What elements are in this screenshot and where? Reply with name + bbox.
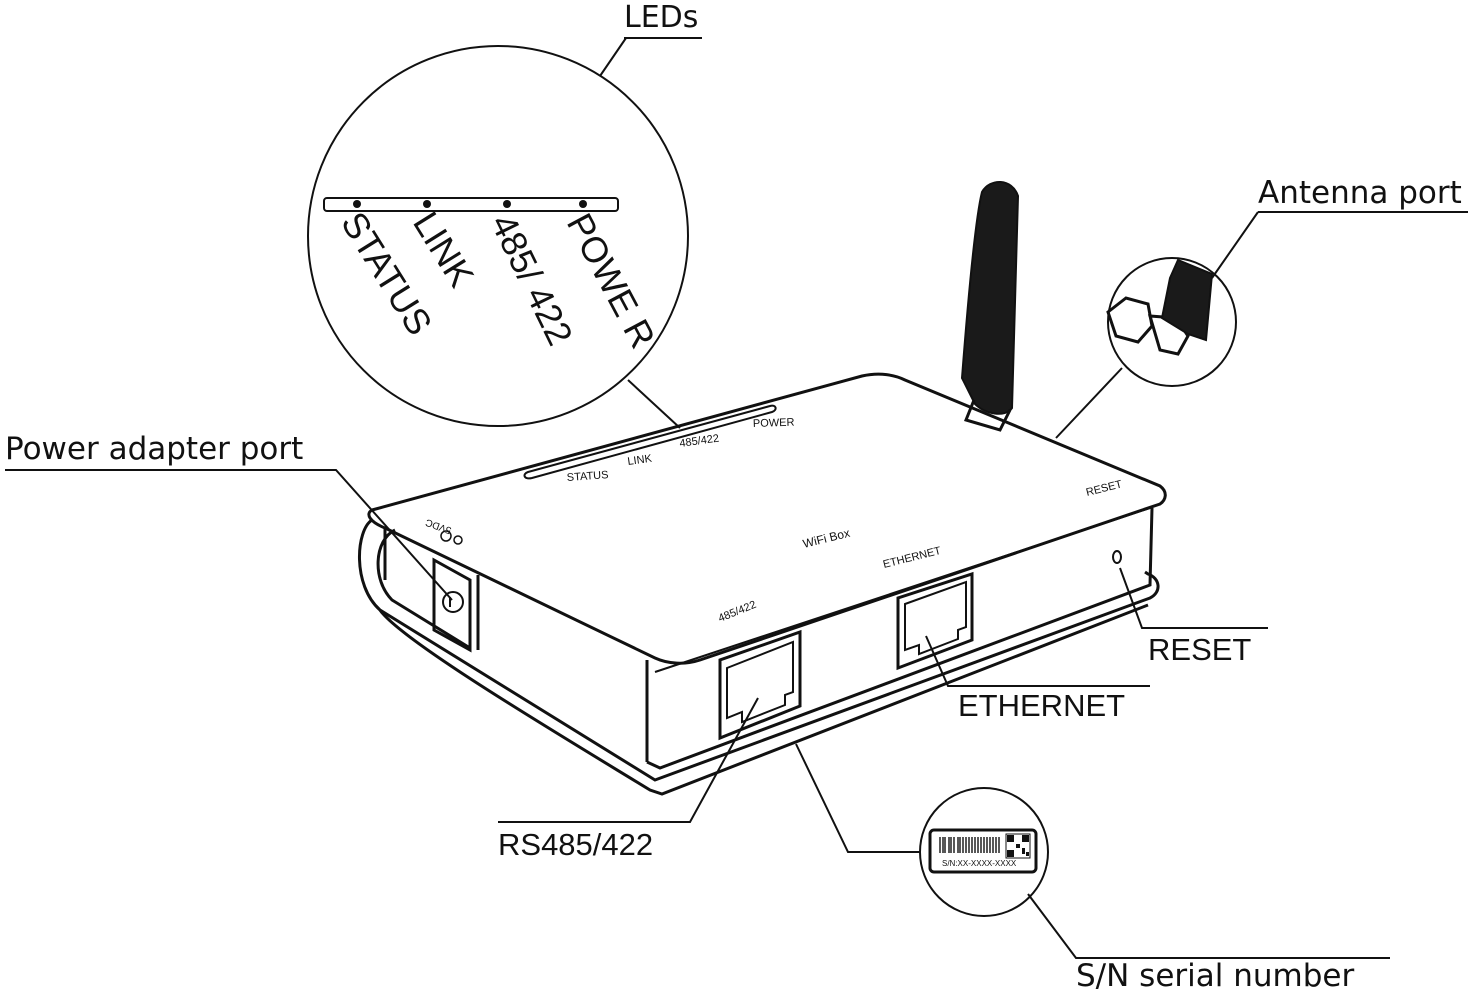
led-zoom-circle: [307, 45, 689, 427]
callout-leds: LEDs: [599, 0, 702, 77]
led-dot-485: [503, 200, 511, 208]
led-zoom-callout: STATUS LINK 485/ 422 POWE R: [307, 45, 689, 429]
device-led-label-power: POWER: [753, 417, 795, 430]
callout-rs485: RS485/422: [498, 697, 759, 862]
device-name: WiFi Box: [801, 526, 851, 551]
power-adapter-port: [432, 530, 472, 653]
led-dot-link: [423, 200, 431, 208]
device-ethernet-label: ETHERNET: [882, 545, 943, 571]
callout-reset: RESET: [1119, 567, 1268, 667]
led-zoom-label-link: LINK: [405, 205, 482, 295]
antenna-base: [963, 399, 1012, 432]
callout-antenna-port-text: Antenna port: [1258, 175, 1462, 211]
device-left-side: [383, 528, 480, 650]
antenna: [960, 181, 1020, 432]
qr-code-icon: [1005, 833, 1031, 859]
device-top-lip: [654, 507, 1151, 673]
callout-reset-leader: [1119, 567, 1268, 629]
callout-power-adapter-port: Power adapter port: [5, 431, 453, 601]
led-zoom-bar: [323, 197, 619, 212]
antenna-zoom-circle: [1107, 257, 1237, 387]
device-rs485-label: 485/422: [717, 599, 758, 625]
rs485-port: [718, 629, 802, 741]
callout-ethernet: ETHERNET: [925, 635, 1150, 723]
device-left-rounded-edge: [376, 528, 471, 650]
barcode-icon: [939, 837, 1000, 853]
antenna-body: [960, 181, 1020, 415]
device-led-label-status: STATUS: [566, 469, 609, 484]
callout-ethernet-leader: [925, 635, 1150, 687]
callout-ethernet-text: ETHERNET: [958, 688, 1125, 723]
callout-sn-serial-number-leader: [1027, 893, 1390, 959]
device-bottom-edge: [378, 603, 1149, 796]
led-zoom-leader: [627, 379, 681, 429]
serial-sticker-text: S/N:XX-XXXX-XXXX: [942, 859, 1017, 868]
device-reset-label: RESET: [1085, 478, 1124, 499]
led-strip: [523, 404, 777, 480]
callout-rs485-text: RS485/422: [498, 827, 653, 862]
serial-zoom-leader: [795, 743, 920, 853]
serial-zoom-circle: [919, 787, 1049, 917]
callout-power-adapter-port-text: Power adapter port: [5, 431, 303, 467]
device-led-label-485: 485/422: [679, 433, 720, 450]
led-dot-power: [579, 200, 587, 208]
device-front-face: [645, 507, 1154, 770]
device-top-surface: [367, 372, 1167, 665]
callout-antenna-port: Antenna port: [1211, 175, 1468, 279]
callout-leds-leader: [599, 37, 702, 77]
device-led-label-link: LINK: [627, 453, 654, 468]
antenna-zoom-callout: [1055, 257, 1237, 439]
serial-zoom-callout: S/N:XX-XXXX-XXXX: [795, 743, 1049, 917]
reset-hole: [1112, 550, 1122, 564]
callout-leds-text: LEDs: [624, 0, 698, 35]
callout-sn-serial-number-text: S/N serial number: [1076, 958, 1354, 994]
callout-power-adapter-port-leader: [5, 469, 453, 601]
antenna-zoom-leader: [1055, 367, 1123, 439]
callout-antenna-port-leader: [1211, 211, 1468, 279]
ethernet-port: [896, 571, 974, 671]
callout-reset-text: RESET: [1148, 632, 1251, 667]
callout-rs485-leader: [498, 697, 759, 823]
callout-sn-serial-number: S/N serial number: [1027, 893, 1390, 994]
serial-sticker: [928, 828, 1038, 874]
led-dot-status: [353, 200, 361, 208]
wifi-box-device: POWER 485/422 LINK STATUS RESET WiFi Box…: [357, 372, 1167, 796]
